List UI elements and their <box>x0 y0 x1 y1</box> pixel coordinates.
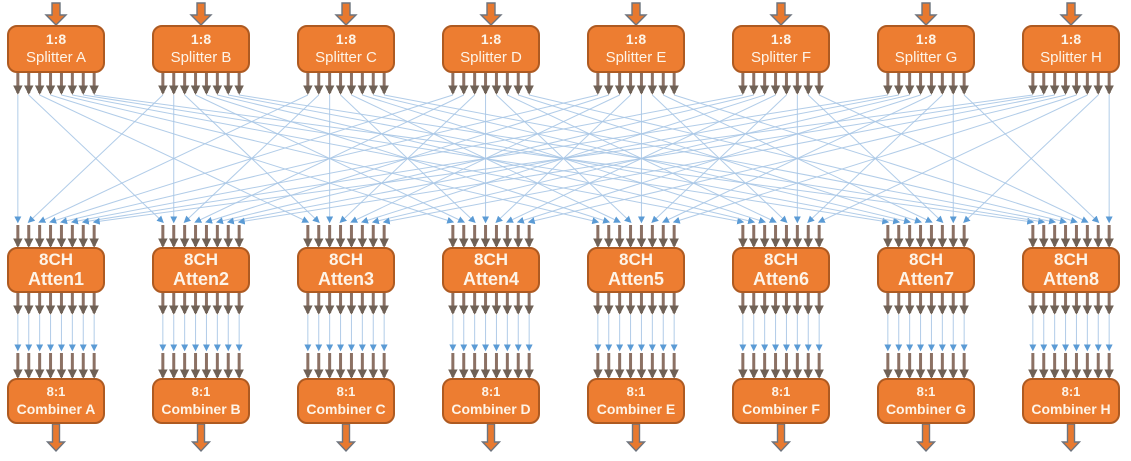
atten-box-line1: 8CH <box>1053 250 1088 269</box>
atten-box-line2: Atten4 <box>462 268 519 289</box>
combiner-box-line2: Combiner E <box>596 400 676 417</box>
atten-box-line1: 8CH <box>183 250 218 269</box>
combiner-box-line2: Combiner G <box>885 400 967 417</box>
atten-box-line2: Atten8 <box>1042 268 1099 289</box>
splitter-box-line1: 1:8 <box>915 30 937 47</box>
atten-box-line1: 8CH <box>473 250 508 269</box>
splitter-e-input-arrow <box>624 2 648 26</box>
splitter-box-line2: Splitter C <box>315 48 377 66</box>
splitter-box-line1: 1:8 <box>770 30 792 47</box>
combiner-input-stubs <box>13 353 1114 379</box>
input-arrows <box>44 2 1083 26</box>
combiner-box-line1: 8:1 <box>1061 383 1081 399</box>
atten-box-line2: Atten5 <box>607 268 664 289</box>
splitter-box-line1: 1:8 <box>335 30 357 47</box>
combiner-g-output-arrow <box>915 423 937 453</box>
splitter-box-line1: 1:8 <box>625 30 647 47</box>
splitter-box-line2: Splitter E <box>605 48 667 66</box>
combiner-box-line2: Combiner D <box>451 400 531 417</box>
splitter-d-input-arrow <box>479 2 503 26</box>
splitter-f-input-arrow <box>769 2 793 26</box>
combiner-b-output-arrow <box>190 423 212 453</box>
combiner-c-output-arrow <box>335 423 357 453</box>
splitter-box-line2: Splitter B <box>170 48 232 66</box>
atten-box-line1: 8CH <box>763 250 798 269</box>
splitter-a-input-arrow <box>44 2 68 26</box>
atten-output-stubs <box>13 293 1114 315</box>
combiner-box-line2: Combiner H <box>1031 400 1111 417</box>
splitter-box-line2: Splitter D <box>460 48 522 66</box>
combiner-box-line2: Combiner B <box>161 400 241 417</box>
atten-box-line2: Atten1 <box>27 268 84 289</box>
combiner-box-line1: 8:1 <box>771 383 791 399</box>
combiner-h-output-arrow <box>1060 423 1082 453</box>
atten-box-line1: 8CH <box>618 250 653 269</box>
combiner-box-line1: 8:1 <box>46 383 66 399</box>
splitter-b-input-arrow <box>189 2 213 26</box>
combiner-f-output-arrow <box>770 423 792 453</box>
splitter-g-input-arrow <box>914 2 938 26</box>
splitter-atten-mesh-lines <box>14 94 1113 225</box>
combiner-box-line1: 8:1 <box>626 383 646 399</box>
splitter-box-line2: Splitter F <box>750 48 811 66</box>
combiner-box-line2: Combiner A <box>16 400 96 417</box>
combiner-d-output-arrow <box>480 423 502 453</box>
splitter-box-line1: 1:8 <box>190 30 212 47</box>
combiner-box-line1: 8:1 <box>191 383 211 399</box>
atten-box-line1: 8CH <box>328 250 363 269</box>
atten-box-line2: Atten7 <box>897 268 954 289</box>
atten-box-line1: 8CH <box>38 250 73 269</box>
splitter-box-line2: Splitter A <box>25 48 87 66</box>
atten-box-line2: Atten3 <box>317 268 374 289</box>
atten-combiner-lines <box>14 315 1113 352</box>
atten-box-line2: Atten6 <box>752 268 809 289</box>
output-arrows <box>45 423 1082 453</box>
combiner-e-output-arrow <box>625 423 647 453</box>
splitter-box-line1: 1:8 <box>480 30 502 47</box>
combiner-box-line2: Combiner F <box>742 400 820 417</box>
combiner-box-line1: 8:1 <box>916 383 936 399</box>
atten-input-stubs <box>13 225 1114 248</box>
splitter-box-line1: 1:8 <box>45 30 67 47</box>
splitter-h-input-arrow <box>1059 2 1083 26</box>
combiner-box-line2: Combiner C <box>306 400 386 417</box>
splitter-box-line2: Splitter H <box>1040 48 1102 66</box>
combiner-box-line1: 8:1 <box>336 383 356 399</box>
splitter-c-input-arrow <box>334 2 358 26</box>
combiner-box-line1: 8:1 <box>481 383 501 399</box>
splitter-output-stubs <box>13 73 1114 95</box>
combiner-a-output-arrow <box>45 423 67 453</box>
splitter-box-line1: 1:8 <box>1060 30 1082 47</box>
atten-box-line2: Atten2 <box>172 268 229 289</box>
atten-box-line1: 8CH <box>908 250 943 269</box>
splitter-box-line2: Splitter G <box>894 48 958 66</box>
